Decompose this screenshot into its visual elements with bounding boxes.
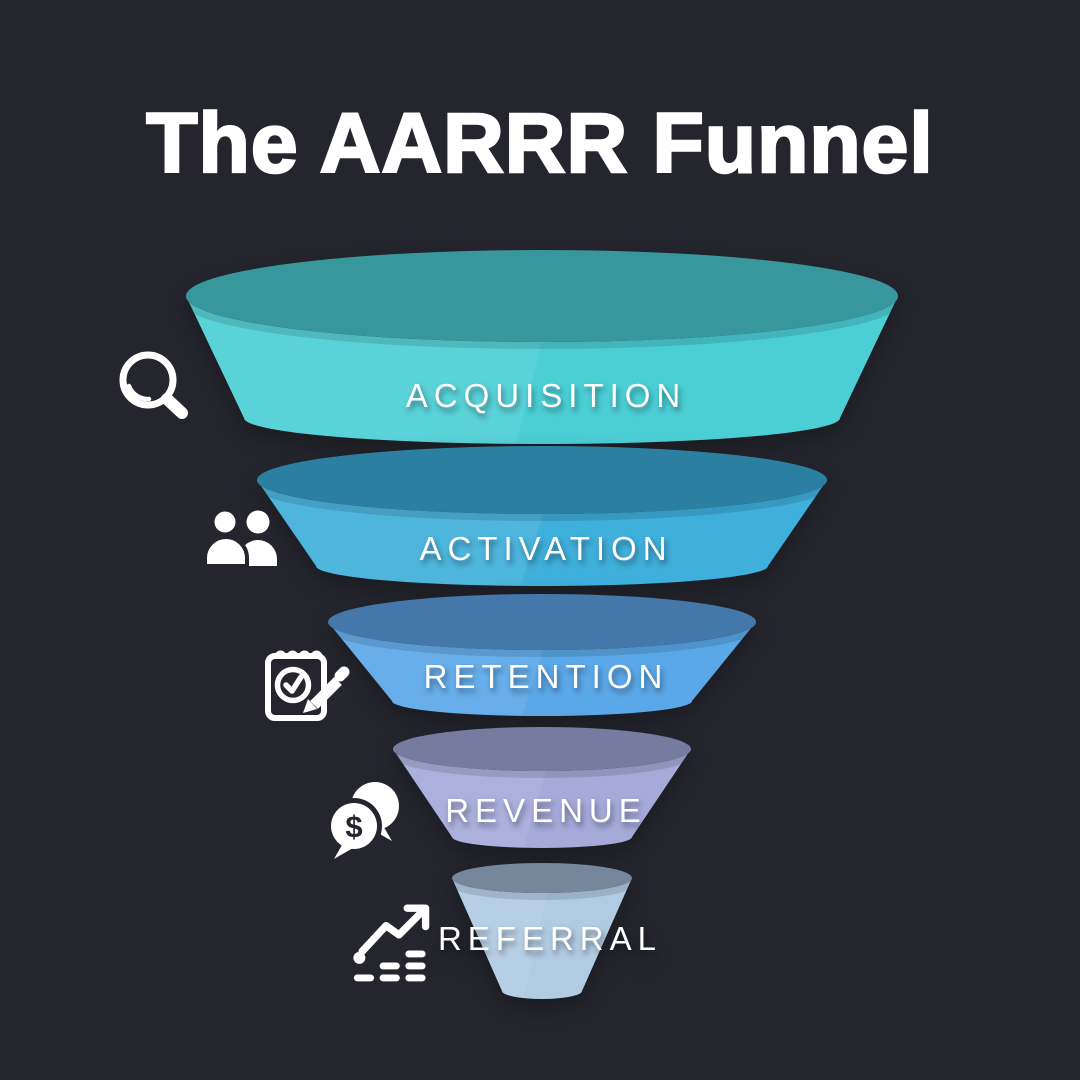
stage-front-face xyxy=(328,622,756,716)
search-icon xyxy=(119,351,188,419)
growth-chart-icon xyxy=(353,904,430,982)
stage-front-face xyxy=(452,878,632,999)
page-title: The AARRR Funnel xyxy=(146,96,934,190)
stage-top-surface xyxy=(452,863,632,893)
funnel-stage-revenue: REVENUE xyxy=(393,727,691,848)
notepad-check-icon xyxy=(265,650,350,721)
funnel-stage-activation: ACTIVATION xyxy=(257,446,827,586)
funnel-stage-referral: REFERRAL xyxy=(438,863,662,999)
users-icon xyxy=(203,507,277,568)
stage-label-revenue: REVENUE xyxy=(445,792,647,829)
stage-front-face xyxy=(393,749,691,848)
stage-top-surface xyxy=(257,446,827,514)
stage-front-face xyxy=(186,296,898,444)
stage-label-activation: ACTIVATION xyxy=(419,530,672,567)
stage-top-surface xyxy=(328,594,756,650)
stage-sheen xyxy=(257,480,566,586)
stage-top-surface xyxy=(186,250,898,342)
stage-top-surface xyxy=(393,727,691,771)
stage-label-referral: REFERRAL xyxy=(438,920,662,957)
dollar-glyph: $ xyxy=(345,809,362,844)
stage-label-acquisition: ACQUISITION xyxy=(406,377,687,414)
stage-sheen xyxy=(186,296,568,444)
money-chat-icon: $ xyxy=(326,782,399,859)
funnel-stage-retention: RETENTION xyxy=(328,594,756,716)
stage-front-face xyxy=(257,480,827,586)
stage-label-retention: RETENTION xyxy=(424,658,669,695)
funnel-stage-acquisition: ACQUISITION xyxy=(186,250,898,444)
